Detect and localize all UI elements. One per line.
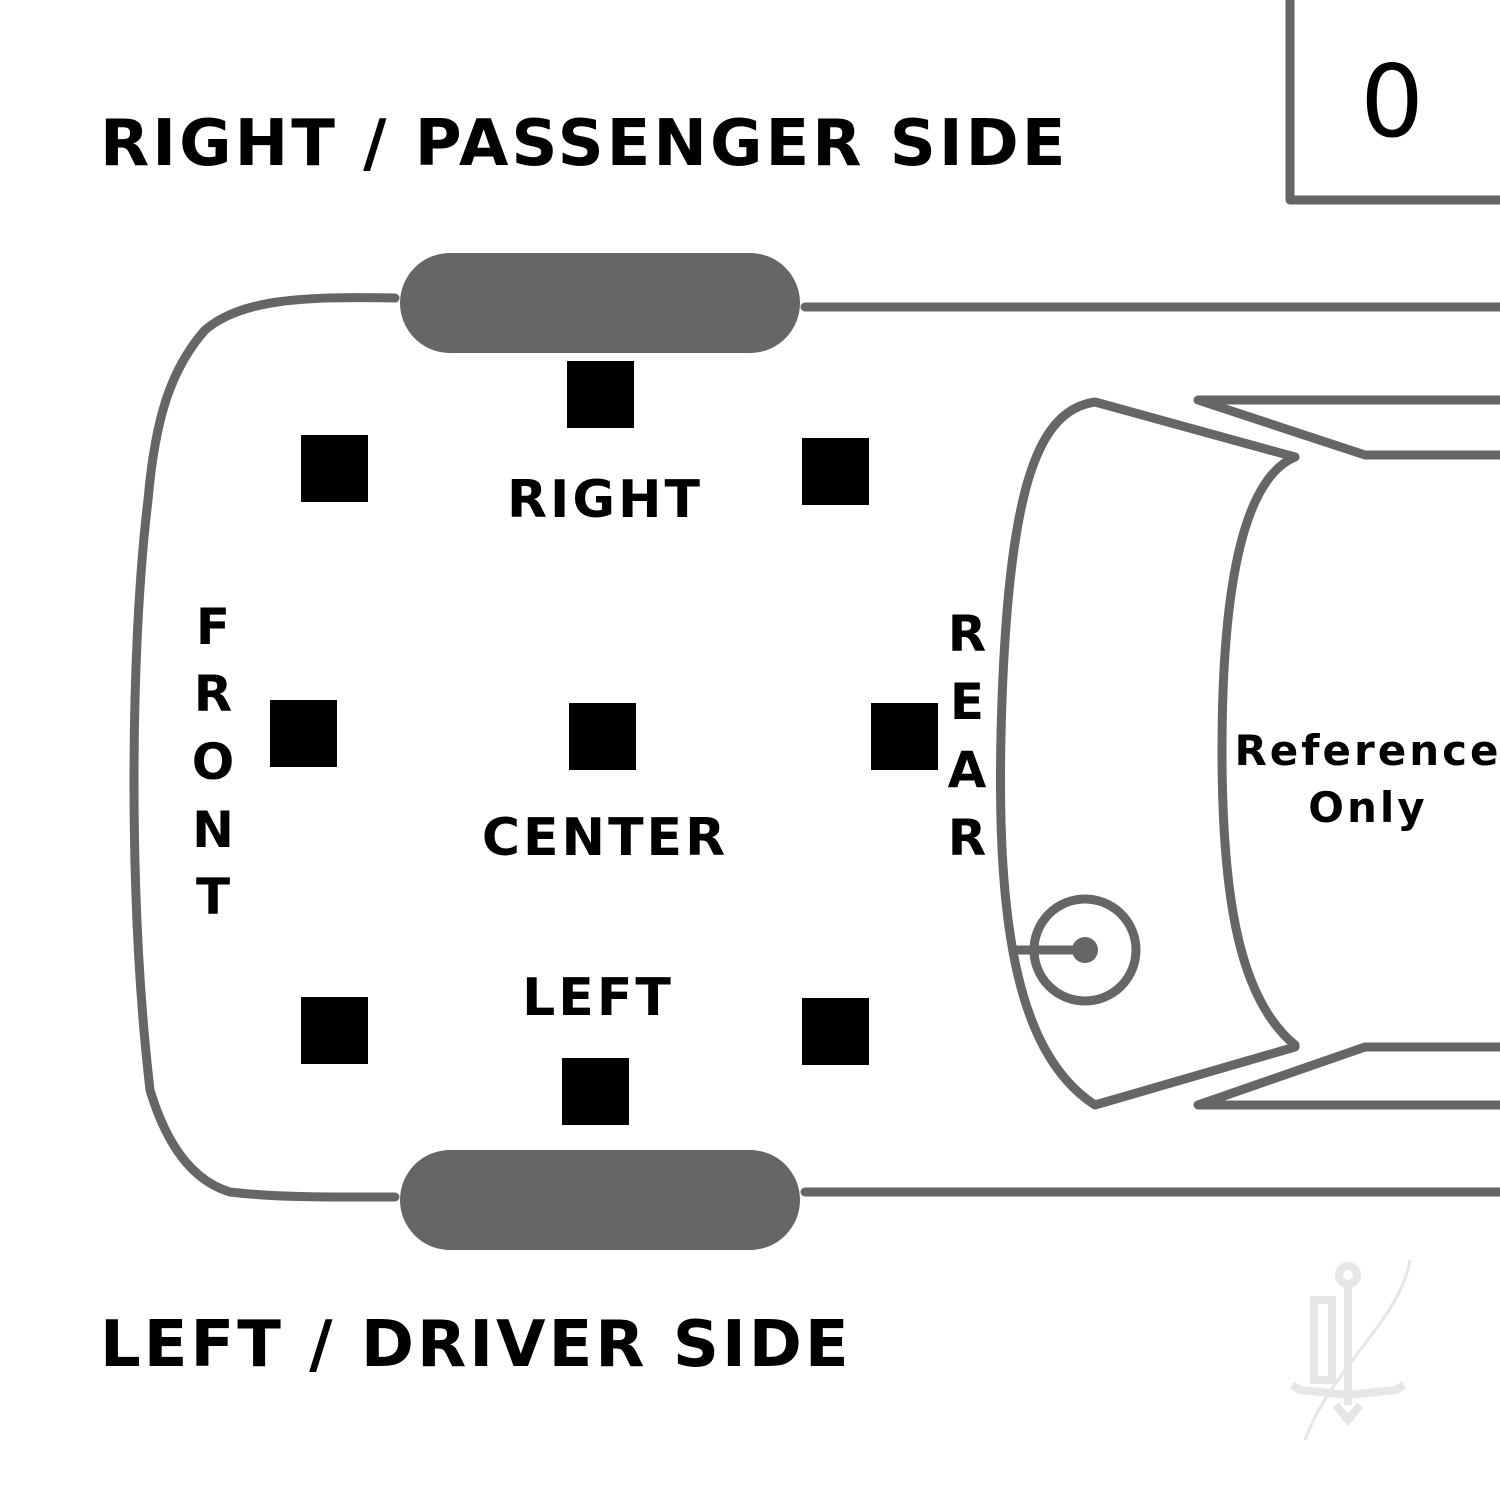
anchor-logo-watermark — [1289, 1259, 1412, 1441]
rear-letter: R — [948, 605, 987, 663]
reference-text-line1: Reference — [1234, 726, 1500, 775]
mount-right-center — [567, 361, 634, 428]
center-label: CENTER — [482, 808, 728, 868]
rear-letter: E — [950, 673, 984, 731]
front-letter: F — [196, 598, 230, 656]
mount-markers — [270, 361, 938, 1125]
mount-center — [569, 703, 636, 770]
rear-label: R E A R — [948, 605, 987, 867]
front-label: F R O N T — [192, 598, 235, 926]
mount-left-center — [562, 1058, 629, 1125]
front-letter: O — [192, 733, 235, 791]
rear-letter: R — [948, 809, 987, 867]
number-box — [1285, 0, 1500, 205]
mount-center-front — [270, 700, 337, 767]
driver-side-label: LEFT / DRIVER SIDE — [100, 1308, 852, 1382]
rear-letter: A — [948, 741, 987, 799]
left-label: LEFT — [522, 968, 674, 1028]
front-letter: R — [194, 665, 233, 723]
mount-center-rear — [871, 703, 938, 770]
steering-wheel-icon — [1029, 894, 1141, 1006]
mount-right-front — [301, 435, 368, 502]
car-front-outline — [129, 293, 400, 1202]
front-right-tire — [400, 253, 800, 353]
mount-left-rear — [802, 998, 869, 1065]
right-label: RIGHT — [507, 470, 703, 530]
front-letter: T — [196, 868, 230, 926]
windshield-outer — [995, 397, 1300, 1110]
front-letter: N — [192, 801, 234, 859]
front-left-tire — [400, 1150, 800, 1250]
reference-text-line2: Only — [1308, 783, 1427, 832]
windshield-inner — [1217, 452, 1300, 1050]
mount-left-front — [301, 997, 368, 1064]
passenger-side-label: RIGHT / PASSENGER SIDE — [100, 107, 1069, 181]
steering-hub — [1072, 937, 1098, 963]
box-number: 0 — [1360, 43, 1424, 160]
mount-right-rear — [802, 438, 869, 505]
right-window-line — [1193, 395, 1500, 460]
left-window-line — [1193, 1042, 1500, 1110]
